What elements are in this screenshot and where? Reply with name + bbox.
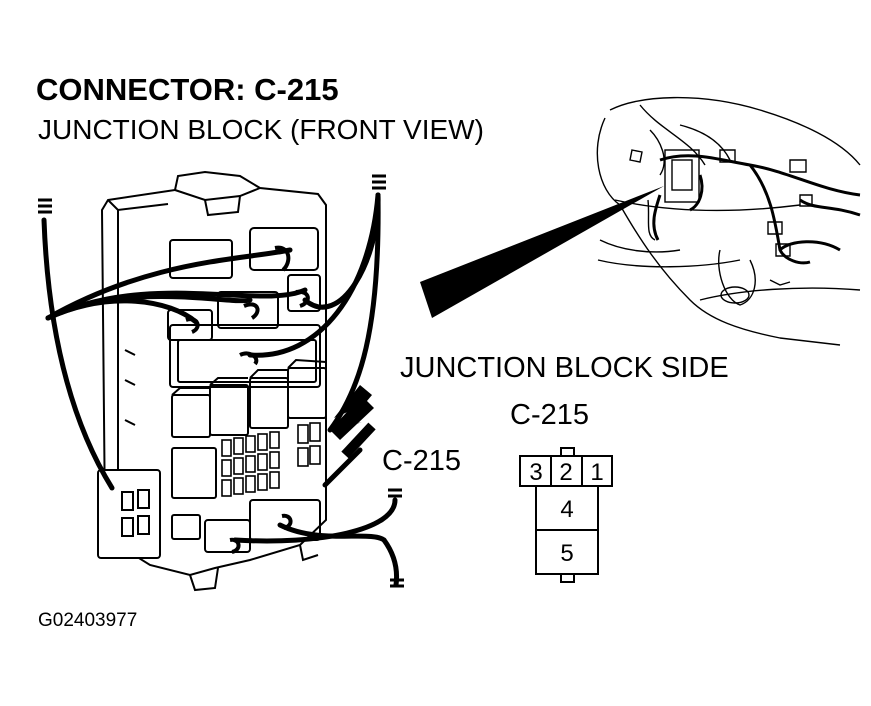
- location-pointer: [420, 186, 664, 318]
- pin-label-1: 1: [590, 459, 603, 486]
- diagram-title: CONNECTOR: C-215: [36, 72, 339, 107]
- connector-key-top: [560, 447, 575, 457]
- connector-view-heading: JUNCTION BLOCK SIDE: [400, 352, 729, 384]
- connector-pin-numbers: 3 2 1 4 5: [529, 459, 603, 567]
- pin-label-4: 4: [560, 496, 573, 523]
- pin-label-2: 2: [559, 459, 572, 486]
- figure-id: G02403977: [38, 610, 138, 631]
- wiring-harness: [41, 192, 400, 588]
- pin-label-5: 5: [560, 540, 573, 567]
- dashboard-locator-view: [596, 96, 861, 346]
- connector-top-row: [519, 455, 613, 487]
- pin-label-3: 3: [529, 459, 542, 486]
- arrow-head: [330, 396, 374, 440]
- arrow-callout-label: C-215: [382, 445, 461, 477]
- wire-terminals: [185, 245, 310, 554]
- wire-break-marks: [38, 174, 404, 588]
- diagram-subtitle: JUNCTION BLOCK (FRONT VIEW): [38, 114, 484, 145]
- connector-face: [519, 447, 613, 583]
- connector-key-bottom: [560, 573, 575, 583]
- connector-name-label: C-215: [510, 399, 589, 431]
- dashboard-harness: [652, 154, 861, 265]
